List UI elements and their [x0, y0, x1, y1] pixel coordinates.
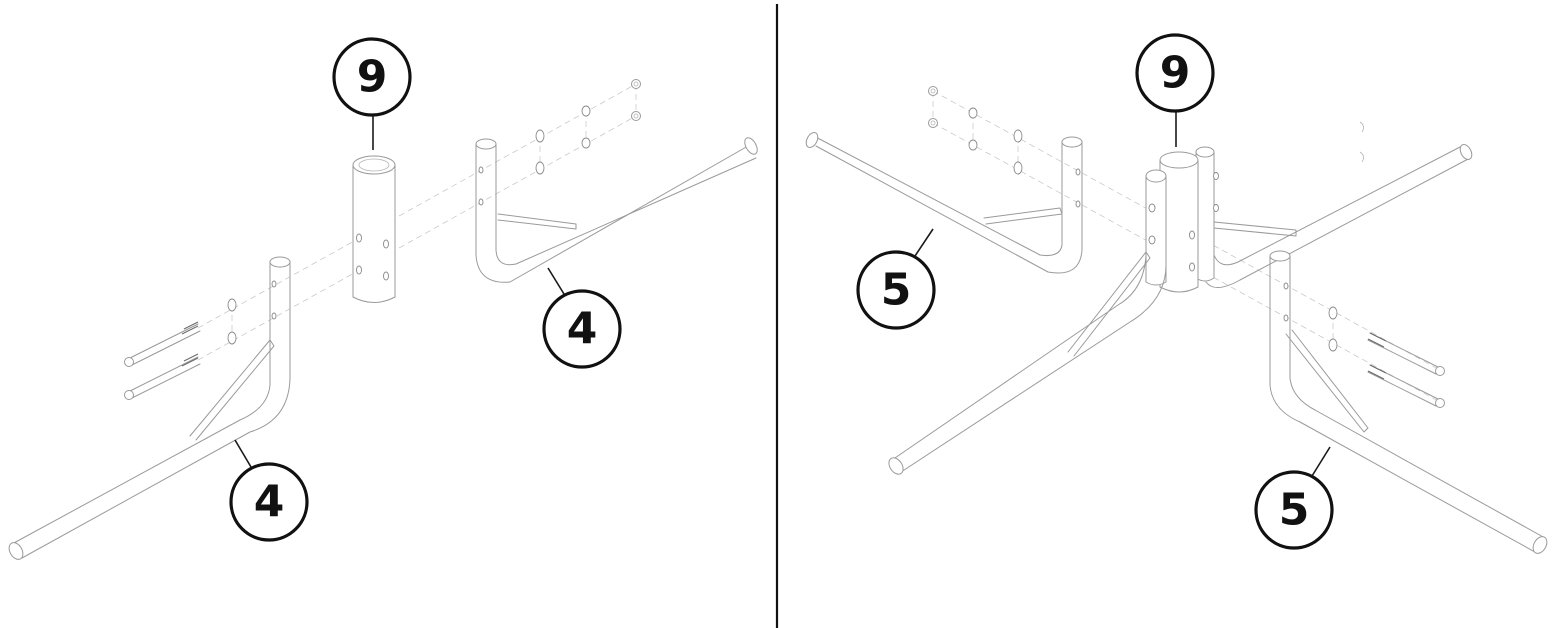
left-assembly-panel: 9 4 4 [8, 37, 758, 560]
callout-label: 5 [1279, 485, 1310, 536]
left-bolts [124, 321, 201, 400]
left-upper-leg [475, 137, 758, 283]
left-bolt-lower [124, 353, 201, 400]
right-hardware [928, 86, 1338, 352]
callout-right-post: 9 [1135, 33, 1215, 147]
right-center-post [1145, 121, 1473, 293]
callout-label: 9 [1160, 48, 1191, 99]
right-bolt-upper [1367, 332, 1445, 376]
right-lower-leg [1269, 250, 1548, 554]
callout-label: 4 [254, 477, 285, 528]
left-hardware [227, 79, 641, 345]
left-lower-leg [8, 256, 291, 560]
callout-label: 4 [567, 304, 598, 355]
right-bolt-lower [1367, 364, 1445, 408]
right-upper-leg [805, 132, 1083, 274]
right-long-leg [888, 251, 1167, 475]
callout-left-upper-leg: 4 [542, 267, 622, 369]
left-center-post [352, 155, 396, 303]
callout-right-upper-leg: 5 [856, 228, 936, 330]
left-bolt-upper [124, 321, 201, 367]
callout-label: 5 [881, 265, 912, 316]
callout-left-lower-leg: 4 [229, 439, 309, 542]
callout-label: 9 [357, 52, 388, 103]
callout-right-lower-leg: 5 [1254, 446, 1334, 550]
right-assembly-panel: 9 5 5 [805, 33, 1548, 554]
callout-left-post: 9 [332, 37, 412, 150]
right-bolts [1367, 332, 1445, 408]
